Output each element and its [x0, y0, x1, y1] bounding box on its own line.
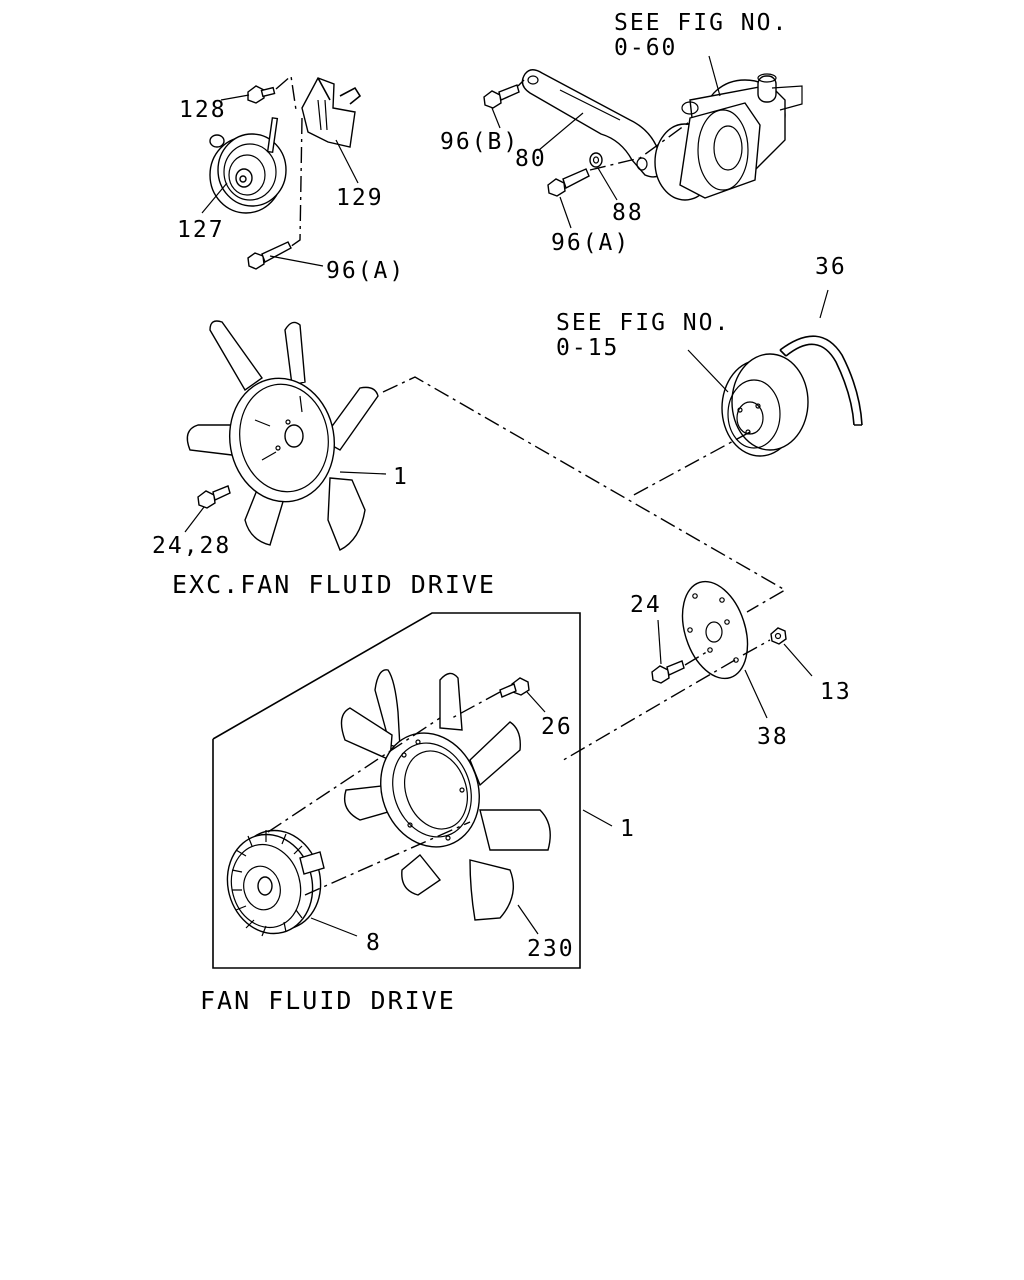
fig-ref-top-line2: 0-60 — [614, 35, 677, 61]
part-number-88: 88 — [612, 200, 644, 226]
bolt-96a-right — [547, 168, 590, 197]
fig-ref-mid-line2: 0-15 — [556, 335, 619, 361]
part-number-128: 128 — [179, 97, 227, 123]
fig-ref-mid-line1: SEE FIG NO. — [556, 310, 730, 336]
caption-exc-fan-fluid-drive: EXC.FAN FLUID DRIVE — [172, 570, 496, 599]
compressor — [654, 73, 803, 201]
part-number-96a-left: 96(A) — [326, 258, 405, 284]
part-number-80: 80 — [515, 146, 547, 172]
part-number-38: 38 — [757, 724, 789, 750]
fan-exc-fluid-drive — [186, 320, 379, 551]
part-number-24: 24 — [630, 592, 662, 618]
washer-88 — [589, 152, 603, 168]
bolt-24 — [651, 660, 685, 684]
bolt-128 — [247, 85, 276, 104]
bolt-26 — [499, 677, 530, 698]
bolt-96b — [483, 84, 520, 109]
fig-ref-top-line1: SEE FIG NO. — [614, 10, 788, 36]
part-number-36: 36 — [815, 254, 847, 280]
part-number-1-top: 1 — [393, 464, 409, 490]
part-number-96b: 96(B) — [440, 129, 519, 155]
part-number-230: 230 — [527, 936, 575, 962]
part-number-24-28: 24,28 — [152, 533, 231, 559]
water-pump-pulley — [721, 353, 809, 457]
idler-pulley — [209, 117, 287, 214]
nut-13 — [770, 627, 787, 645]
part-number-129: 129 — [336, 185, 384, 211]
part-number-26: 26 — [541, 714, 573, 740]
adjusting-plate — [521, 69, 663, 178]
part-number-127: 127 — [177, 217, 225, 243]
fan-fluid-drive — [340, 669, 551, 921]
caption-fan-fluid-drive: FAN FLUID DRIVE — [200, 986, 456, 1015]
fan-fluid-clutch — [226, 829, 325, 937]
part-number-8: 8 — [366, 930, 382, 956]
bolt-24-28 — [197, 485, 231, 509]
fluid-drive-group-box — [212, 612, 581, 969]
part-number-1-bottom: 1 — [620, 816, 636, 842]
part-number-13: 13 — [820, 679, 852, 705]
bolt-96a-left — [247, 241, 292, 270]
part-number-96a-right: 96(A) — [551, 230, 630, 256]
fan-spacer-plate — [681, 580, 749, 680]
v-belt — [779, 335, 863, 426]
pulley-bracket — [301, 77, 362, 148]
